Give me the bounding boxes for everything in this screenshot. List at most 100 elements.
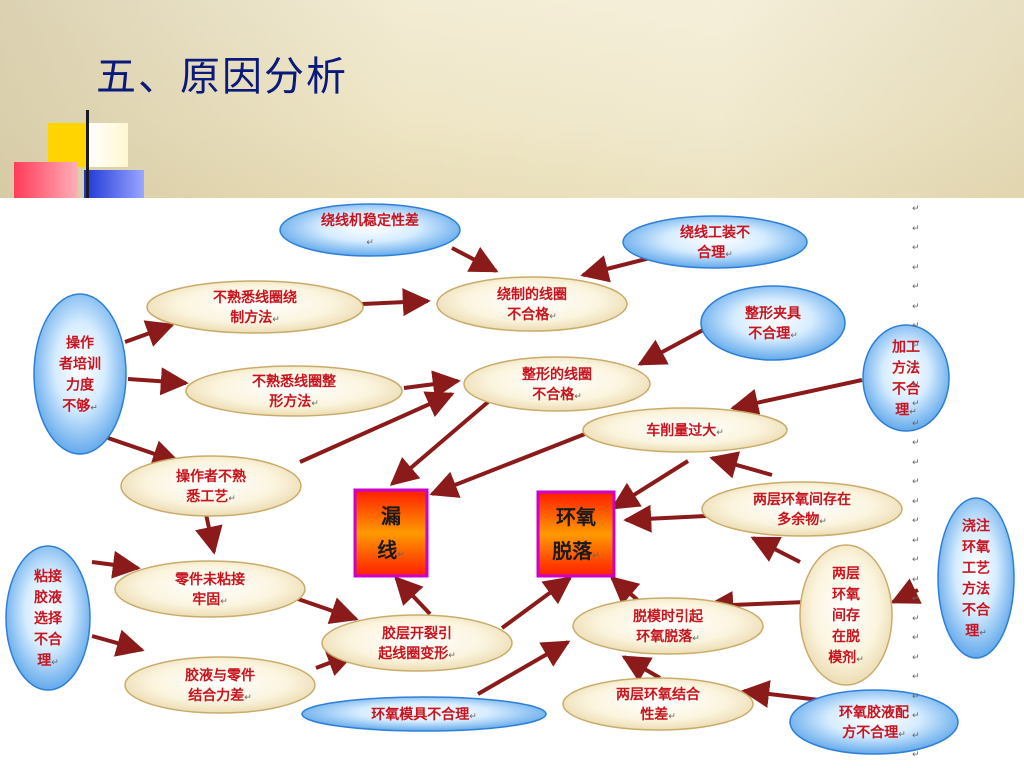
cause-label: 粘接胶液选择不合理↵ — [34, 568, 63, 669]
cause-arrow — [107, 436, 181, 468]
cause-node: 两层环氧间存在脱模剂↵ — [799, 544, 893, 686]
cause-ellipse — [321, 614, 513, 672]
cause-node: 两层环氧间存在多余物↵ — [701, 481, 903, 537]
cause-arrow — [429, 430, 591, 498]
cause-label: 两层环氧间存在脱模剂↵ — [828, 566, 864, 666]
cause-ellipse — [562, 677, 754, 731]
cause-ellipse — [799, 544, 893, 686]
cause-ellipse — [185, 365, 403, 417]
cause-arrow — [91, 629, 145, 657]
cause-arrow — [297, 597, 359, 625]
cause-label: 两层环氧间存在多余物↵ — [753, 491, 851, 528]
root-cause-ellipse — [279, 203, 461, 257]
root-cause-ellipse — [622, 215, 808, 269]
cause-label: 不熟悉线圈整形方法↵ — [252, 373, 337, 410]
cause-node: 胶液与零件结合力差↵ — [124, 656, 316, 714]
cause-label: 漏线↵ — [377, 504, 405, 562]
cause-ellipse — [463, 356, 651, 412]
decor-red-bar — [14, 162, 78, 198]
cause-arrow — [127, 367, 189, 396]
cause-arrow — [609, 576, 642, 606]
effect-box — [536, 490, 616, 578]
cause-node: 车削量过大↵ — [582, 407, 788, 453]
cause-label: 绕线工装不合理↵ — [680, 224, 750, 261]
cause-node: 环氧模具不合理↵ — [301, 696, 547, 732]
cause-node: 绕线工装不合理↵ — [622, 215, 808, 269]
cause-node: 脱模时引起环氧脱落↵ — [572, 597, 764, 655]
root-cause-ellipse — [700, 285, 846, 361]
cause-arrow — [709, 451, 773, 479]
decor-blue-bar — [84, 170, 144, 198]
cause-arrow — [623, 504, 707, 533]
cause-node: 操作者培训力度不够↵ — [33, 293, 127, 455]
cause-label: 不熟悉线圈绕制方法↵ — [213, 289, 297, 326]
cause-ellipse — [701, 481, 903, 537]
cause-label: 环氧模具不合理↵ — [371, 706, 477, 723]
cause-node: 环氧胶液配方不合理↵ — [789, 689, 959, 755]
cause-node: 不熟悉线圈整形方法↵ — [185, 365, 403, 417]
cause-node: 绕制的线圈不合格↵ — [436, 276, 628, 332]
cause-label: 胶液与零件结合力差↵ — [185, 667, 255, 704]
cause-label: 车削量过大↵ — [646, 422, 724, 439]
cause-label: 环氧脱落↵ — [552, 505, 600, 563]
paragraph-marks-column: ↵ ↵ ↵ ↵ ↵ ↵ ↵ ↵ ↵ ↵ ↵ ↵ ↵ ↵ ↵ ↵ ↵ ↵ ↵ ↵ … — [912, 204, 920, 760]
cause-node: 粘接胶液选择不合理↵ — [5, 545, 91, 691]
cause-label: 操作者不熟悉工艺↵ — [176, 468, 246, 505]
cause-label: 整形夹具不合理↵ — [744, 305, 801, 342]
root-cause-ellipse — [789, 689, 959, 755]
cause-node: 环氧脱落↵ — [536, 490, 616, 578]
cause-arrow — [890, 578, 922, 604]
cause-ellipse — [582, 407, 788, 453]
cause-node: 整形的线圈不合格↵ — [463, 356, 651, 412]
cause-node: 浇注环氧工艺方法不合理↵ — [937, 497, 1015, 659]
root-cause-ellipse — [5, 545, 91, 691]
cause-ellipse — [436, 276, 628, 332]
cause-label: 脱模时引起环氧脱落↵ — [633, 608, 704, 645]
cause-label: 整形的线圈不合格↵ — [521, 366, 592, 403]
cause-arrow — [476, 640, 571, 696]
decor-white-square — [88, 123, 128, 167]
root-cause-ellipse — [33, 293, 127, 455]
slide-title: 五、原因分析 — [96, 54, 348, 100]
cause-node: 绕线机稳定性差↵ — [279, 203, 461, 257]
cause-ellipse — [572, 597, 764, 655]
cause-node: 两层环氧结合性差↵ — [562, 677, 754, 731]
root-cause-ellipse — [862, 324, 950, 432]
cause-label: 环氧胶液配方不合理↵ — [839, 704, 909, 741]
cause-label: 操作者培训力度不够↵ — [59, 334, 101, 414]
cause-arrow — [124, 320, 175, 347]
root-cause-ellipse — [301, 696, 547, 732]
cause-label: 绕线机稳定性差↵ — [321, 212, 419, 248]
cause-label: 两层环氧结合性差↵ — [616, 686, 701, 723]
cause-arrow — [361, 288, 431, 317]
cause-arrow — [750, 536, 801, 564]
cause-node: 不熟悉线圈绕制方法↵ — [146, 280, 364, 334]
effect-box — [353, 488, 429, 578]
cause-node: 加工方法不合理↵ — [862, 324, 950, 432]
cause-arrow — [610, 459, 690, 510]
cause-arrow — [389, 400, 490, 486]
cause-node: 零件未粘接牢固↵ — [114, 560, 306, 618]
cause-arrow — [394, 575, 432, 616]
cause-arrow — [580, 255, 651, 283]
cause-node: 整形夹具不合理↵ — [700, 285, 846, 361]
cause-node: 胶层开裂引起线圈变形↵ — [321, 614, 513, 672]
cause-ellipse — [114, 560, 306, 618]
cause-label: 加工方法不合理↵ — [891, 339, 921, 418]
decor-vertical-line — [86, 110, 89, 198]
root-cause-ellipse — [937, 497, 1015, 659]
cause-label: 绕制的线圈不合格↵ — [497, 286, 567, 323]
cause-arrow — [403, 370, 461, 399]
cause-ellipse — [120, 455, 302, 517]
cause-node: 操作者不熟悉工艺↵ — [120, 455, 302, 517]
cause-arrow — [195, 513, 223, 555]
cause-node: 漏线↵ — [353, 488, 429, 578]
cause-label: 胶层开裂引起线圈变形↵ — [377, 625, 456, 662]
cause-arrow — [91, 550, 141, 579]
cause-arrow — [451, 246, 499, 273]
decor-yellow-square — [48, 123, 88, 167]
cause-arrow — [299, 391, 455, 464]
cause-arrow — [730, 378, 863, 417]
cause-arrow — [621, 655, 662, 682]
